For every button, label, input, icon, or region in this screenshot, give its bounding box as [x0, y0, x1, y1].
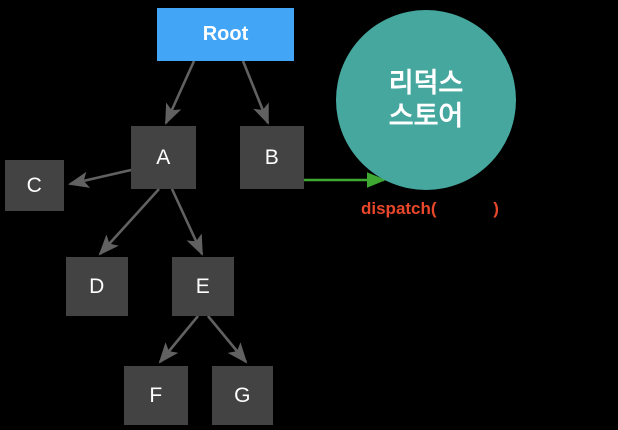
- node-b[interactable]: B: [240, 126, 304, 189]
- edge-a-e: [170, 188, 204, 256]
- node-root[interactable]: Root: [157, 8, 294, 61]
- node-d-label: D: [89, 274, 105, 298]
- node-a-label: A: [156, 145, 171, 169]
- edge-a-d: [98, 188, 160, 256]
- node-d[interactable]: D: [66, 257, 128, 316]
- node-g-label: G: [234, 383, 251, 407]
- store-label-line-2: 스토어: [388, 101, 464, 131]
- node-a[interactable]: A: [131, 126, 196, 189]
- edge-root-b: [241, 60, 270, 125]
- edge-e-f: [158, 315, 200, 364]
- node-redux-store[interactable]: 리덕스 스토어: [336, 10, 516, 190]
- edge-e-g: [206, 315, 248, 364]
- node-c[interactable]: C: [5, 160, 64, 211]
- edge-a-c: [67, 168, 132, 188]
- node-f-label: F: [149, 383, 163, 407]
- edge-root-a: [164, 60, 196, 125]
- node-e-label: E: [195, 274, 211, 298]
- node-f[interactable]: F: [124, 366, 188, 425]
- dispatch-label: dispatch( ): [361, 199, 499, 218]
- node-g[interactable]: G: [212, 366, 273, 425]
- node-b-label: B: [264, 145, 280, 169]
- store-label-line-1: 리덕스: [388, 68, 464, 99]
- node-c-label: C: [26, 173, 43, 197]
- node-root-label: Root: [202, 23, 249, 45]
- node-e[interactable]: E: [172, 257, 234, 316]
